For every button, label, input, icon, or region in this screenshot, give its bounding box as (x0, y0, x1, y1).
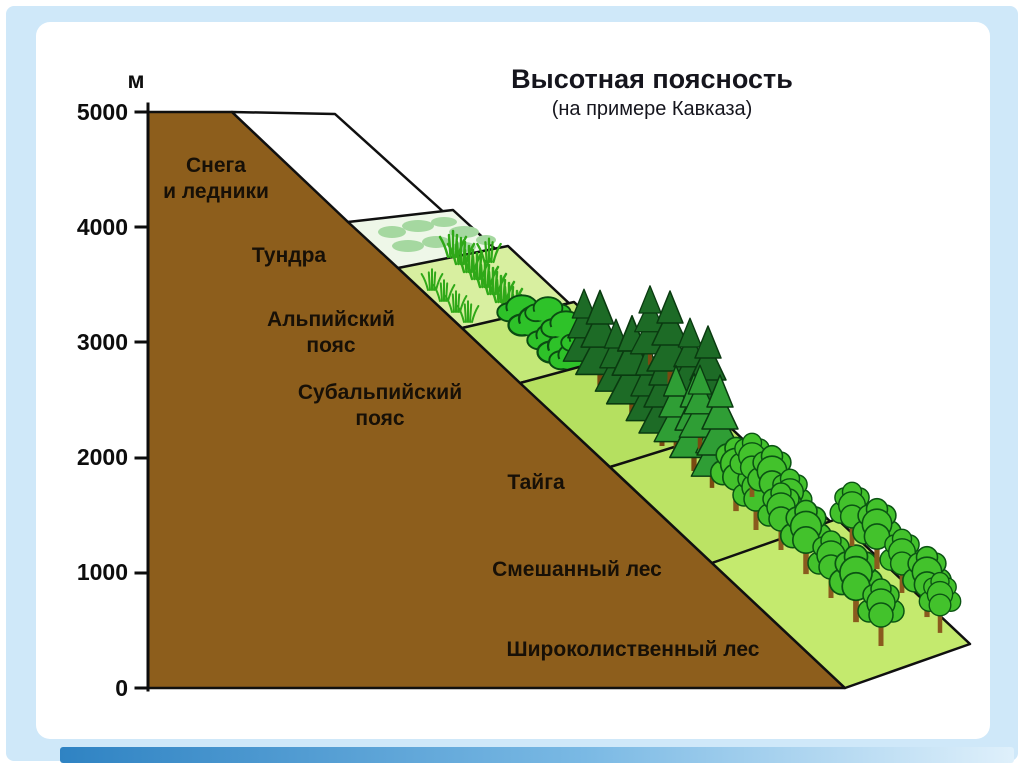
diagram-title-block: Высотная поясность (на примере Кавказа) (511, 64, 793, 120)
zone-label-alpine-line2: пояс (306, 334, 355, 357)
axis-unit-label: м (127, 67, 144, 93)
slide-bottom-accent-bar (60, 747, 1014, 763)
zone-label-subalpine-line2: пояс (355, 407, 404, 430)
tundra-patch (476, 235, 496, 245)
axis-tick-label-2000: 2000 (77, 444, 128, 470)
axis-tick-label-4000: 4000 (77, 214, 128, 240)
tundra-patch (402, 220, 434, 232)
tundra-patch (431, 217, 457, 227)
tundra-patch (378, 226, 406, 238)
axis-tick-label-0: 0 (115, 675, 128, 701)
zone-label-subalpine-line1: Субальпийский (298, 381, 462, 404)
zone-label-broadleaf-forest: Широколиственный лес (507, 638, 760, 661)
zone-label-alpine-line1: Альпийский (267, 308, 395, 331)
page-title: Высотная поясность (511, 64, 793, 94)
zone-label-taiga: Тайга (507, 471, 565, 494)
zone-labels: Снега и ледники Тундра Альпийский пояс С… (163, 154, 760, 661)
zone-label-mixed-forest: Смешанный лес (492, 558, 662, 581)
page-subtitle: (на примере Кавказа) (552, 98, 753, 120)
tundra-patch (392, 240, 424, 252)
axis-tick-label-5000: 5000 (77, 99, 128, 125)
zone-label-tundra: Тундра (252, 244, 327, 267)
axis-tick-label-1000: 1000 (77, 559, 128, 585)
altitude-axis: м 5000 4000 3000 2000 1000 0 (77, 67, 150, 701)
zone-label-snow-line1: Снега (186, 154, 246, 177)
zone-label-snow-line2: и ледники (163, 180, 269, 203)
axis-tick-label-3000: 3000 (77, 329, 128, 355)
